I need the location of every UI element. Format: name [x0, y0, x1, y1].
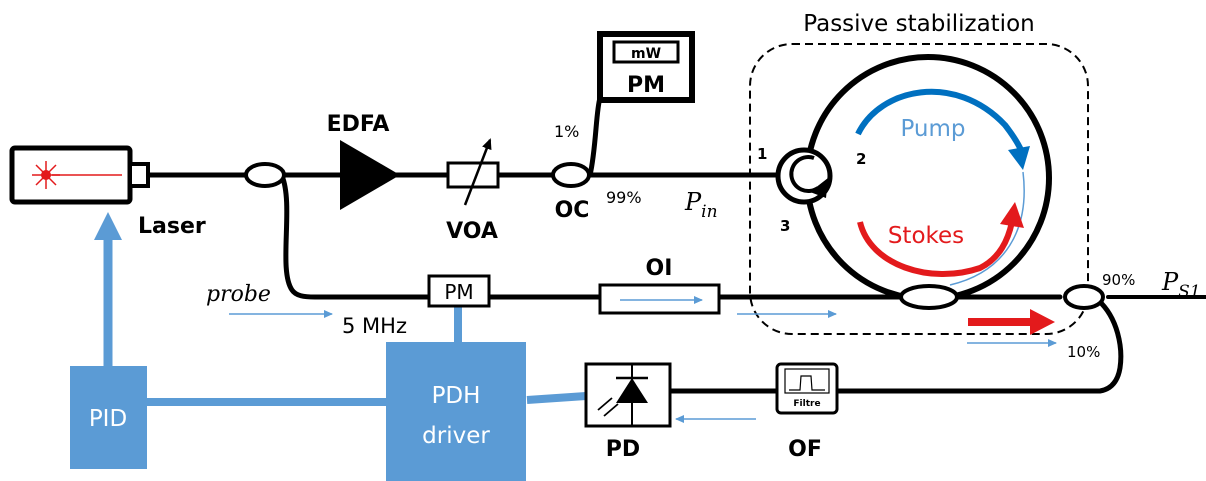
- pump-label: Pump: [900, 116, 965, 142]
- pump-arrow: [855, 88, 1025, 154]
- isolator-label: OI: [646, 256, 673, 281]
- pdh-driver-line1: PDH: [432, 383, 481, 409]
- output-10pct-label: 10%: [1067, 343, 1100, 361]
- stokes-output-arrow: [968, 309, 1055, 335]
- optical-filter: [775, 362, 839, 415]
- ring-coupler: [899, 284, 959, 310]
- pid-label: PID: [89, 406, 127, 432]
- fiber-probe-branch: [279, 173, 433, 300]
- coupler-99pct-label: 99%: [606, 188, 642, 207]
- fiber-to-power-meter: [587, 95, 615, 178]
- laser-label: Laser: [138, 214, 206, 239]
- photodiode-label: PD: [606, 437, 640, 462]
- power-meter-label: PM: [627, 73, 665, 98]
- filter-inner-label: Filtre: [793, 399, 820, 409]
- stokes-label: Stokes: [888, 223, 964, 249]
- circulator-port-1: 1: [757, 145, 767, 163]
- pd-to-pdh-link: [526, 392, 587, 404]
- photodiode: [584, 362, 672, 428]
- laser-source: [9, 145, 150, 205]
- modulation-frequency-label: 5 MHz: [342, 314, 407, 338]
- optical-isolator: [598, 283, 721, 315]
- filter-label: OF: [788, 437, 822, 462]
- circulator-port-2: 2: [856, 150, 866, 168]
- pid-block: [70, 366, 147, 469]
- circulator: [775, 147, 833, 205]
- edfa-label: EDFA: [327, 112, 390, 137]
- pdh-driver-line2: driver: [422, 423, 490, 449]
- power-meter: [597, 31, 695, 103]
- output-90pct-label: 90%: [1102, 271, 1135, 289]
- probe-label: probe: [206, 282, 271, 307]
- circulator-port-3: 3: [780, 217, 790, 235]
- voa-label: VOA: [446, 219, 498, 244]
- p-in-label: Pin: [684, 188, 718, 222]
- fiber-paths: [145, 95, 1206, 394]
- pid-to-laser-arrowhead: [94, 212, 122, 240]
- phase-modulator: [427, 274, 491, 308]
- electrical-links: [103, 235, 587, 406]
- fiber-feedback: [833, 297, 1124, 394]
- thin-pump-return-arc: [949, 171, 1025, 286]
- coupler-1pct-label: 1%: [554, 122, 579, 141]
- oc-coupler: [551, 162, 591, 188]
- stokes-arrow: [857, 221, 1015, 278]
- power-meter-unit: mW: [631, 46, 661, 62]
- passive-stabilization-box: [749, 43, 1089, 335]
- phase-modulator-label: PM: [444, 280, 473, 304]
- voa-attenuator: [446, 138, 500, 206]
- pdh-driver-block: [386, 342, 526, 481]
- pump-arrowhead: [1008, 146, 1030, 170]
- stokes-arrowhead: [1000, 202, 1024, 228]
- edfa-amplifier: [340, 140, 400, 210]
- passive-stabilization-title: Passive stabilization: [803, 11, 1034, 37]
- p-s1-label: PS1: [1161, 268, 1201, 302]
- oc-label: OC: [555, 198, 590, 223]
- output-coupler: [1063, 284, 1105, 310]
- input-coupler: [244, 162, 286, 188]
